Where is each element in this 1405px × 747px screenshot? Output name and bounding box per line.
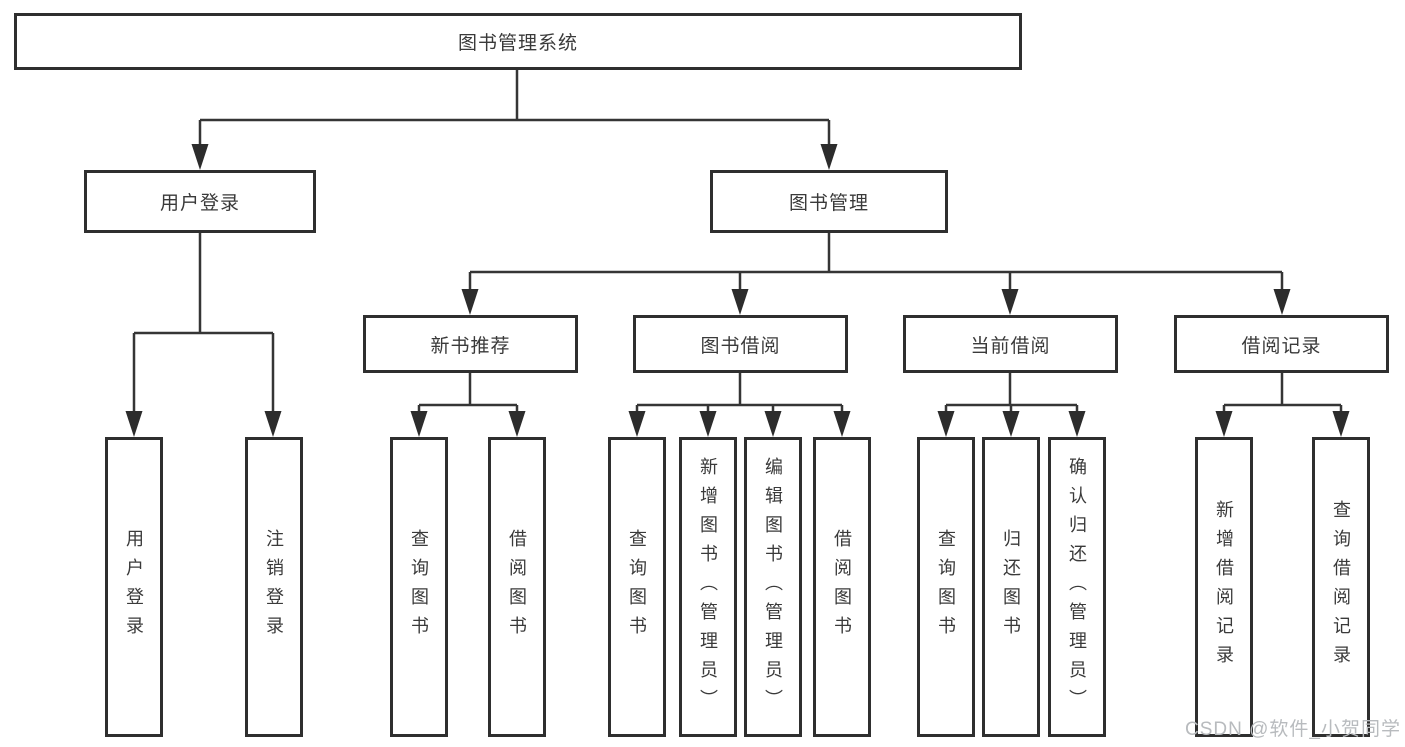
node-book-management-branch: 图书管理 (710, 170, 948, 233)
leaf-query-books-borrowing: 查询图书 (608, 437, 666, 737)
node-label: 图书管理 (788, 193, 869, 214)
leaf-add-borrow-record: 新增借阅记录 (1195, 437, 1253, 737)
leaf-query-borrow-record: 查询借阅记录 (1312, 437, 1370, 737)
node-label: 图书管理系统 (457, 33, 578, 54)
leaf-label: 查询图书 (627, 529, 647, 645)
leaf-label: 查询图书 (409, 529, 429, 645)
leaf-query-books-recommend: 查询图书 (390, 437, 448, 737)
leaf-label: 归还图书 (1001, 529, 1021, 645)
node-label: 图书借阅 (700, 335, 781, 357)
node-user-login-branch: 用户登录 (84, 170, 316, 233)
leaf-user-login: 用户登录 (105, 437, 163, 737)
leaf-add-books-admin: 新增图书（管理员） (679, 437, 737, 737)
leaf-label: 确认归还（管理员） (1067, 456, 1087, 718)
leaf-borrow-books: 借阅图书 (813, 437, 871, 737)
leaf-label: 新增图书（管理员） (698, 456, 718, 718)
leaf-label: 用户登录 (124, 529, 144, 645)
node-label: 借阅记录 (1241, 335, 1322, 357)
node-label: 当前借阅 (970, 335, 1051, 357)
leaf-label: 借阅图书 (507, 529, 527, 645)
leaf-label: 编辑图书（管理员） (763, 456, 783, 718)
leaf-label: 查询借阅记录 (1331, 500, 1351, 674)
node-book-borrowing: 图书借阅 (633, 315, 848, 373)
leaf-query-books-current: 查询图书 (917, 437, 975, 737)
leaf-logout: 注销登录 (245, 437, 303, 737)
leaf-borrow-books-recommend: 借阅图书 (488, 437, 546, 737)
leaf-return-books: 归还图书 (982, 437, 1040, 737)
csdn-watermark: CSDN @软件_小贺同学 (1185, 719, 1401, 740)
node-borrowing-records: 借阅记录 (1174, 315, 1389, 373)
node-new-book-recommend: 新书推荐 (363, 315, 578, 373)
node-label: 新书推荐 (430, 335, 511, 357)
node-label: 用户登录 (159, 193, 240, 214)
leaf-label: 新增借阅记录 (1214, 500, 1234, 674)
node-current-borrowing: 当前借阅 (903, 315, 1118, 373)
leaf-label: 借阅图书 (832, 529, 852, 645)
leaf-label: 注销登录 (264, 529, 284, 645)
leaf-confirm-return-admin: 确认归还（管理员） (1048, 437, 1106, 737)
leaf-edit-books-admin: 编辑图书（管理员） (744, 437, 802, 737)
leaf-label: 查询图书 (936, 529, 956, 645)
node-root-system: 图书管理系统 (14, 13, 1022, 70)
